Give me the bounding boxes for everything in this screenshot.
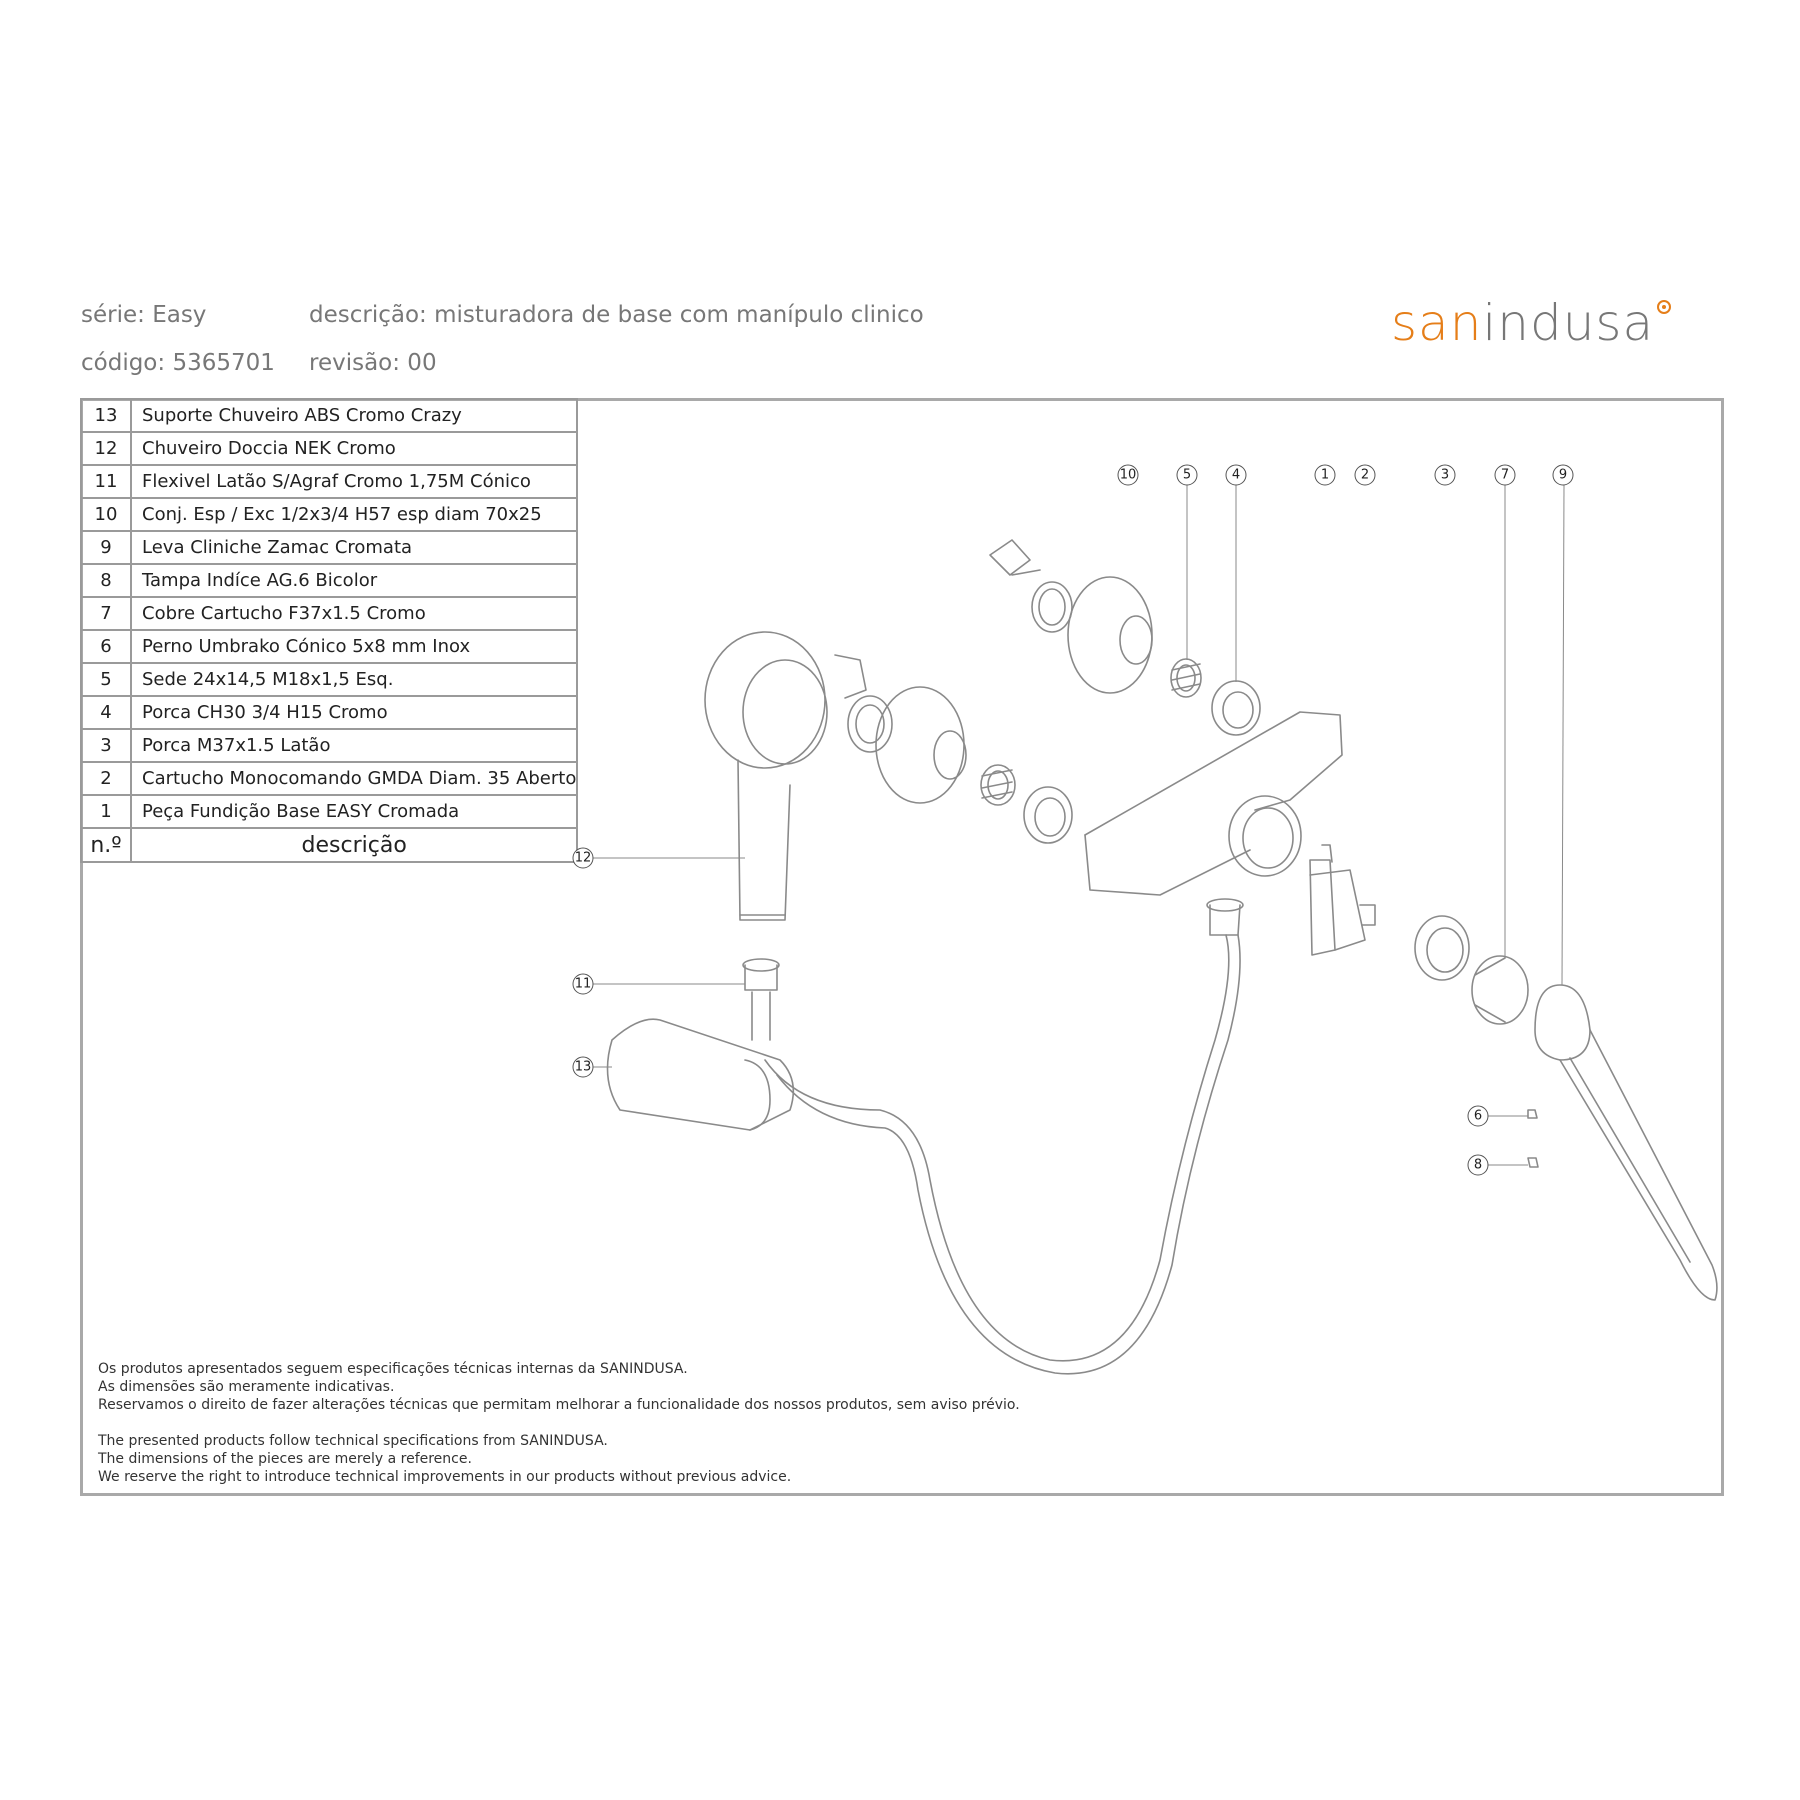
drawing-frame xyxy=(80,398,1724,1496)
callout-2: 2 xyxy=(1361,468,1369,483)
nut-cartridge xyxy=(1414,915,1470,981)
screw-tampa xyxy=(1527,1157,1539,1168)
part-number: 10 xyxy=(80,497,132,532)
connector-elbow-left xyxy=(834,654,893,753)
screw-perno xyxy=(1527,1109,1538,1119)
part-number: 7 xyxy=(80,596,132,631)
hand-shower xyxy=(704,631,828,921)
part-number: 9 xyxy=(80,530,132,565)
header-number: n.º xyxy=(80,827,132,863)
part-description: Porca CH30 3/4 H15 Cromo xyxy=(129,695,579,730)
clinical-lever xyxy=(1534,984,1718,1301)
callout-5: 5 xyxy=(1183,468,1191,483)
part-number: 3 xyxy=(80,728,132,763)
part-number: 12 xyxy=(80,431,132,466)
part-number: 11 xyxy=(80,464,132,499)
nut-left xyxy=(1023,786,1073,844)
part-description: Suporte Chuveiro ABS Cromo Crazy xyxy=(129,398,579,433)
shower-support xyxy=(606,1018,795,1131)
logo-mark-icon xyxy=(1657,300,1672,314)
hose-end-top xyxy=(1206,898,1244,936)
mixer-body xyxy=(1084,711,1343,896)
callout-10: 10 xyxy=(1120,468,1137,483)
part-description: Flexivel Latão S/Agraf Cromo 1,75M Cónic… xyxy=(129,464,579,499)
part-number: 2 xyxy=(80,761,132,796)
callout-12: 12 xyxy=(575,851,592,866)
descricao-label: descrição: misturadora de base com maníp… xyxy=(309,302,924,328)
codigo-label: código: 5365701 xyxy=(81,350,275,376)
header-description: descrição xyxy=(129,827,579,863)
part-number: 5 xyxy=(80,662,132,697)
callout-8: 8 xyxy=(1474,1158,1482,1173)
part-number: 6 xyxy=(80,629,132,664)
note-pt-1: Os produtos apresentados seguem especifi… xyxy=(98,1361,688,1377)
callout-11: 11 xyxy=(575,977,592,992)
seat-top xyxy=(1170,658,1202,698)
part-number: 1 xyxy=(80,794,132,829)
part-number: 13 xyxy=(80,398,132,433)
part-number: 4 xyxy=(80,695,132,730)
cartridge-cover xyxy=(1471,955,1529,1025)
note-pt-3: Reservamos o direito de fazer alterações… xyxy=(98,1397,1020,1413)
serie-label: série: Easy xyxy=(81,302,207,328)
note-pt-2: As dimensões são meramente indicativas. xyxy=(98,1379,395,1395)
callout-9: 9 xyxy=(1559,468,1567,483)
callout-1: 1 xyxy=(1321,468,1329,483)
cartridge xyxy=(1309,844,1376,956)
part-number: 8 xyxy=(80,563,132,598)
note-en-1: The presented products follow technical … xyxy=(98,1433,608,1449)
part-description: Leva Cliniche Zamac Cromata xyxy=(129,530,579,565)
flexible-hose xyxy=(764,934,1241,1375)
revisao-label: revisão: 00 xyxy=(309,350,437,376)
hose-end-bottom xyxy=(742,958,780,1041)
callouts: 10 5 4 1 2 3 7 9 12 11 13 6 8 xyxy=(572,464,1574,1176)
part-description: Perno Umbrako Cónico 5x8 mm Inox xyxy=(129,629,579,664)
seat-left xyxy=(980,764,1016,806)
connector-elbow-top xyxy=(989,539,1073,633)
logo-part-indusa: indusa xyxy=(1482,294,1655,352)
callout-3: 3 xyxy=(1441,468,1449,483)
part-description: Tampa Indíce AG.6 Bicolor xyxy=(129,563,579,598)
logo-part-san: san xyxy=(1391,294,1483,352)
callout-7: 7 xyxy=(1501,468,1509,483)
callout-4: 4 xyxy=(1232,468,1240,483)
callout-6: 6 xyxy=(1474,1109,1482,1124)
escutcheon-top xyxy=(1067,576,1153,694)
callout-13: 13 xyxy=(575,1060,592,1075)
note-en-2: The dimensions of the pieces are merely … xyxy=(98,1451,472,1467)
part-description: Porca M37x1.5 Latão xyxy=(129,728,579,763)
part-description: Sede 24x14,5 M18x1,5 Esq. xyxy=(129,662,579,697)
part-description: Chuveiro Doccia NEK Cromo xyxy=(129,431,579,466)
part-description: Cobre Cartucho F37x1.5 Cromo xyxy=(129,596,579,631)
part-description: Cartucho Monocomando GMDA Diam. 35 Abert… xyxy=(129,761,579,796)
disclaimer-notes: Os produtos apresentados seguem especifi… xyxy=(98,1360,1020,1486)
nut-top xyxy=(1211,680,1261,736)
part-description: Conj. Esp / Exc 1/2x3/4 H57 esp diam 70x… xyxy=(129,497,579,532)
note-en-3: We reserve the right to introduce techni… xyxy=(98,1469,792,1485)
escutcheon-left xyxy=(875,686,967,804)
sanindusa-logo: sanindusa xyxy=(1391,298,1672,348)
part-description: Peça Fundição Base EASY Cromada xyxy=(129,794,579,829)
